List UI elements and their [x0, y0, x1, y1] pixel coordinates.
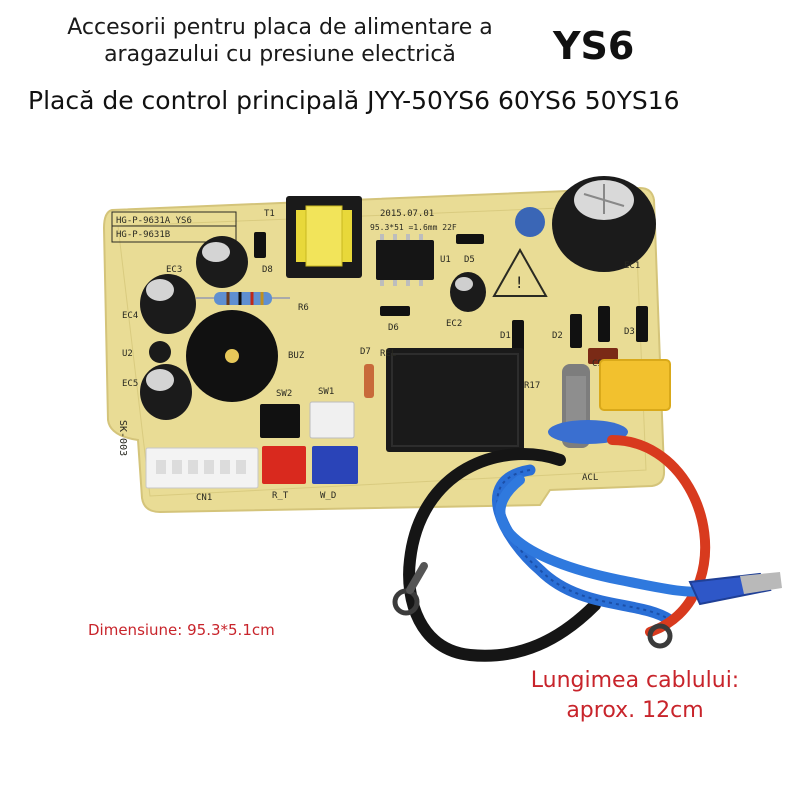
connector-cn1 — [145, 447, 259, 489]
wire-blue — [492, 464, 676, 626]
silk-spec: 95.3*51 =1.6mm 22F — [370, 223, 457, 232]
connector-sw2 — [260, 404, 300, 438]
svg-text:REL: REL — [380, 349, 396, 359]
svg-text:D7: D7 — [360, 347, 371, 357]
svg-text:U2: U2 — [122, 349, 133, 359]
title-line-1: Accesorii pentru placa de alimentare a — [67, 15, 493, 40]
cable-length-note: Lungimea cablului: aprox. 12cm — [510, 666, 760, 726]
silk-side-code: SK-003 — [117, 420, 128, 456]
svg-text:D1: D1 — [500, 331, 511, 341]
ic-u1 — [376, 240, 434, 280]
connector-sw1 — [309, 401, 355, 439]
svg-text:T1: T1 — [264, 209, 275, 219]
svg-text:D2: D2 — [552, 331, 563, 341]
ring-terminal-left — [392, 588, 420, 616]
silk-date: 2015.07.01 — [380, 209, 434, 219]
svg-text:EC5: EC5 — [122, 379, 138, 389]
svg-text:R6: R6 — [298, 303, 309, 313]
model-badge: YS6 — [553, 24, 635, 68]
cable-note-line-1: Lungimea cablului: — [530, 668, 740, 693]
svg-text:W_D: W_D — [320, 491, 336, 501]
x-capacitor — [599, 359, 671, 411]
title-line-2: aragazului cu presiune electrică — [104, 42, 456, 67]
svg-text:R_T: R_T — [272, 491, 289, 501]
svg-text:SW2: SW2 — [276, 389, 292, 399]
ring-terminal-right — [647, 623, 673, 649]
svg-text:C9: C9 — [592, 359, 603, 369]
dimension-note: Dimensiune: 95.3*5.1cm — [88, 621, 275, 639]
svg-text:D5: D5 — [464, 255, 475, 265]
subtitle: Placă de control principală JYY-50YS6 60… — [28, 86, 680, 115]
svg-text:EC3: EC3 — [166, 265, 182, 275]
svg-text:EC2: EC2 — [446, 319, 462, 329]
title-block: Accesorii pentru placa de alimentare a a… — [20, 14, 540, 68]
connector-r-t — [262, 446, 306, 484]
svg-text:U1: U1 — [440, 255, 451, 265]
svg-text:EC1: EC1 — [624, 261, 640, 271]
svg-text:CN1: CN1 — [196, 493, 212, 503]
svg-text:EC4: EC4 — [122, 311, 138, 321]
connector-w-d — [312, 446, 358, 484]
cable-note-line-2: aprox. 12cm — [566, 698, 704, 723]
svg-text:!: ! — [516, 273, 522, 292]
svg-text:D3: D3 — [624, 327, 635, 337]
svg-text:ACL: ACL — [582, 473, 598, 483]
svg-text:D8: D8 — [262, 265, 273, 275]
silk-part-number: HG-P-9631A YS6 — [116, 216, 192, 226]
svg-text:D6: D6 — [388, 323, 399, 333]
svg-text:SW1: SW1 — [318, 387, 334, 397]
svg-text:BUZ: BUZ — [288, 351, 305, 361]
svg-text:R17: R17 — [524, 381, 540, 391]
silk-part-number-2: HG-P-9631B — [116, 230, 170, 240]
wire-red — [607, 435, 711, 637]
relay — [386, 348, 524, 452]
